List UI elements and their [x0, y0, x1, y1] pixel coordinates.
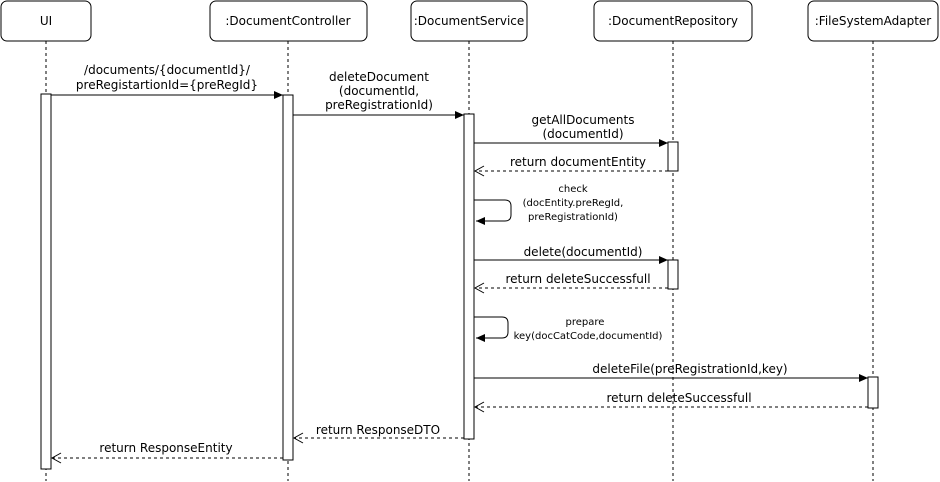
message-label-line: prepare [566, 317, 605, 328]
message-label-line: delete(documentId) [524, 245, 643, 259]
message-label-line: preRegistartionId={preRegId} [76, 78, 258, 92]
participant-label-file-system-adapter: :FileSystemAdapter [815, 14, 932, 28]
message-self-check: check (docEntity.preRegId, preRegistrati… [474, 184, 624, 225]
message-label-line: (docEntity.preRegId, [523, 198, 624, 209]
participant-box-file-system-adapter [807, 0, 939, 42]
message-return-response-entity: return ResponseEntity [50, 441, 283, 464]
activation-file-system-adapter [867, 376, 879, 409]
message-delete: delete(documentId) [474, 245, 668, 264]
message-label-line: return deleteSuccessfull [505, 272, 650, 286]
message-label-line: preRegistrationId) [325, 98, 433, 112]
message-label-line: check [558, 184, 587, 195]
message-label-line: return documentEntity [510, 155, 646, 169]
message-label-line: (documentId, [339, 84, 419, 98]
participant-document-repository: :DocumentRepository [593, 0, 753, 481]
message-label-line: deleteFile(preRegistrationId,key) [592, 362, 787, 376]
activation-document-controller [282, 94, 294, 461]
message-arrow [474, 199, 512, 225]
participant-box-document-service [410, 0, 528, 42]
message-self-prepare-key: prepare key(docCatCode,documentId) [474, 316, 663, 342]
message-label-line: return deleteSuccessfull [606, 391, 751, 405]
message-return-delete-file-successfull: return deleteSuccessfull [473, 391, 868, 413]
message-get-all-documents: getAllDocuments (documentId) [474, 113, 668, 147]
activation-document-repository-get [667, 141, 679, 172]
message-label-line: return ResponseDTO [316, 423, 440, 437]
activation-document-service [463, 113, 475, 440]
message-label-line: /documents/{documentId}/ [84, 63, 251, 77]
participant-label-document-controller: :DocumentController [225, 14, 350, 28]
message-return-document-entity: return documentEntity [473, 155, 668, 177]
message-return-delete-successfull: return deleteSuccessfull [473, 272, 668, 294]
message-delete-document: deleteDocument (documentId, preRegistrat… [293, 70, 464, 119]
participant-label-document-service: :DocumentService [414, 14, 525, 28]
message-label-line: preRegistrationId) [528, 212, 618, 223]
message-get-document-request: /documents/{documentId}/ preRegistartion… [51, 63, 283, 99]
activation-document-repository-delete [667, 259, 679, 290]
participant-box-document-repository [593, 0, 753, 42]
participant-box-document-controller [209, 0, 368, 42]
message-label-line: deleteDocument [329, 70, 429, 84]
message-return-response-dto: return ResponseDTO [292, 423, 464, 444]
participant-box-ui [0, 0, 92, 42]
message-label-line: return ResponseEntity [99, 441, 232, 455]
participant-file-system-adapter: :FileSystemAdapter [807, 0, 939, 481]
participant-label-ui: UI [40, 14, 52, 28]
message-delete-file: deleteFile(preRegistrationId,key) [474, 362, 868, 382]
activation-ui [40, 93, 52, 470]
message-label-line: (documentId) [542, 127, 623, 141]
message-label-line: getAllDocuments [531, 113, 634, 127]
participant-label-document-repository: :DocumentRepository [608, 14, 738, 28]
message-label-line: key(docCatCode,documentId) [514, 331, 663, 342]
message-arrow [474, 316, 509, 342]
